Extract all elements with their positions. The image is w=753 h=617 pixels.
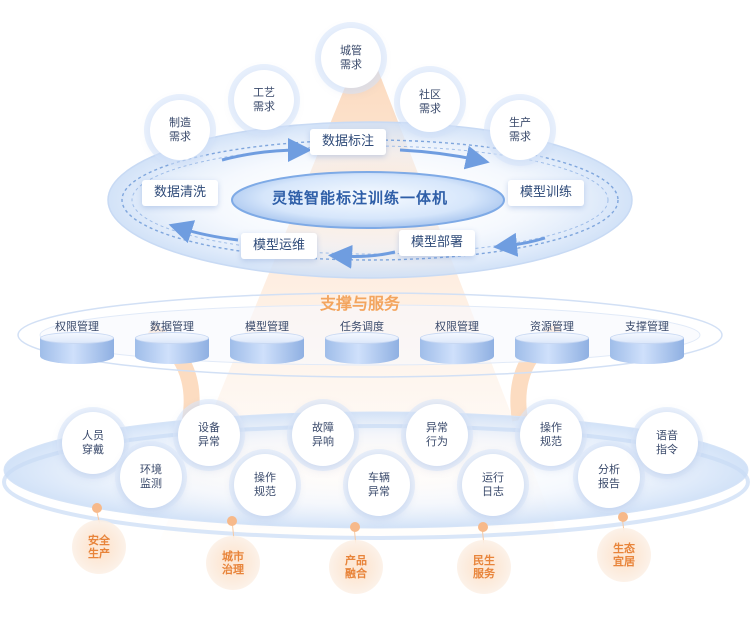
- app-env: 环境 监测: [120, 446, 182, 508]
- app-fault: 故障 异响: [292, 404, 354, 466]
- core-disc: [231, 171, 505, 229]
- domain-dot-eco: [618, 512, 628, 522]
- app-log: 运行 日志: [462, 454, 524, 516]
- support-item-model: 模型管理: [230, 320, 304, 364]
- app-device: 设备 异常: [178, 404, 240, 466]
- domain-dot-product: [350, 522, 360, 532]
- step-train: 模型训练: [508, 180, 585, 206]
- application-plate-edge: [2, 424, 750, 540]
- domain-dot-safety: [92, 503, 102, 513]
- app-voice: 语音 指令: [636, 412, 698, 474]
- demand-manufacture-bubble: 制造 需求: [150, 100, 210, 160]
- domain-safety: 安全 生产: [72, 520, 126, 574]
- support-item-permission-1: 权限管理: [40, 320, 114, 364]
- domain-livelihood: 民生 服务: [457, 540, 511, 594]
- domain-product: 产品 融合: [329, 540, 383, 594]
- app-wear: 人员 穿戴: [62, 412, 124, 474]
- support-item-support: 支撑管理: [610, 320, 684, 364]
- app-op1: 操作 规范: [234, 454, 296, 516]
- domain-dot-urban: [227, 516, 237, 526]
- step-deploy: 模型部署: [399, 230, 476, 256]
- support-title: 支撑与服务: [319, 294, 400, 313]
- app-vehicle: 车辆 异常: [348, 454, 410, 516]
- step-clean: 数据清洗: [142, 180, 219, 206]
- domain-dot-livelihood: [478, 522, 488, 532]
- app-op2: 操作 规范: [520, 404, 582, 466]
- demand-production-bubble: 生产 需求: [490, 100, 550, 160]
- support-ring: [17, 292, 723, 378]
- app-behavior: 异常 行为: [406, 404, 468, 466]
- support-item-data: 数据管理: [135, 320, 209, 364]
- core-title: 灵链智能标注训练一体机: [271, 189, 448, 207]
- domain-eco: 生态 宜居: [597, 528, 651, 582]
- support-item-schedule: 任务调度: [325, 320, 399, 364]
- demand-craft-bubble: 工艺 需求: [234, 70, 294, 130]
- app-report: 分析 报告: [578, 446, 640, 508]
- step-ops: 模型运维: [241, 233, 318, 259]
- step-annotate: 数据标注: [310, 129, 387, 155]
- support-item-permission-2: 权限管理: [420, 320, 494, 364]
- support-item-resource: 资源管理: [515, 320, 589, 364]
- domain-urban: 城市 治理: [206, 536, 260, 590]
- demand-community-bubble: 社区 需求: [400, 72, 460, 132]
- demand-city-bubble: 城管 需求: [321, 28, 381, 88]
